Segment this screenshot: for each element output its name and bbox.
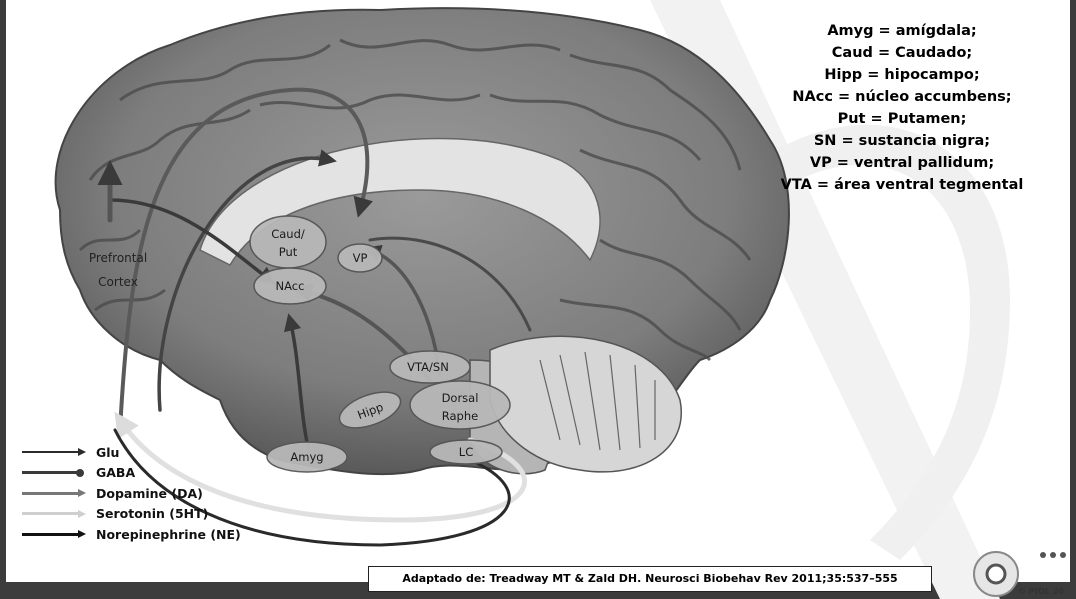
legend-item-glu: Glu: [22, 442, 241, 463]
abbr-item: Put = Putamen;: [752, 108, 1052, 130]
abbr-item: VP = ventral pallidum;: [752, 152, 1052, 174]
legend-arrow-icon: [22, 508, 86, 520]
legend-label: Norepinephrine (NE): [96, 527, 241, 542]
legend-dot-icon: [22, 467, 86, 479]
abbr-item: Caud = Caudado;: [752, 42, 1052, 64]
legend-label: Glu: [96, 445, 119, 460]
caud-put-region: [250, 216, 326, 268]
abbreviations-list: Amyg = amígdala; Caud = Caudado; Hipp = …: [752, 20, 1052, 196]
abbr-item: Amyg = amígdala;: [752, 20, 1052, 42]
label-prefrontal-1: Prefrontal: [89, 251, 147, 265]
abbr-item: VTA = área ventral tegmental: [752, 174, 1052, 196]
legend-arrow-icon: [22, 487, 86, 499]
legend-label: Dopamine (DA): [96, 486, 203, 501]
label-nacc: NAcc: [276, 279, 305, 293]
left-border: [0, 0, 6, 599]
pathway-legend: Glu GABA Dopamine (DA) Serotonin (5HT) N…: [22, 442, 241, 545]
label-caud-1: Caud/: [271, 227, 305, 241]
label-vp: VP: [353, 251, 368, 265]
legend-item-serotonin: Serotonin (5HT): [22, 504, 241, 525]
right-border: [1070, 0, 1076, 599]
label-dorsal: Dorsal: [442, 391, 479, 405]
label-amyg: Amyg: [290, 450, 323, 464]
label-raphe: Raphe: [442, 409, 478, 423]
label-caud-2: Put: [279, 245, 298, 259]
legend-item-dopamine: Dopamine (DA): [22, 483, 241, 504]
legend-item-norepinephrine: Norepinephrine (NE): [22, 524, 241, 545]
legend-label: Serotonin (5HT): [96, 506, 208, 521]
legend-arrow-icon: [22, 528, 86, 540]
label-vta-sn: VTA/SN: [407, 360, 449, 374]
copyright-text: © PfOL 20: [1018, 587, 1064, 596]
label-prefrontal-2: Cortex: [98, 275, 138, 289]
more-dots-icon[interactable]: [1040, 552, 1066, 558]
legend-label: GABA: [96, 465, 135, 480]
citation-box: Adaptado de: Treadway MT & Zald DH. Neur…: [368, 566, 932, 592]
circle-logo-icon: [974, 552, 1018, 596]
label-lc: LC: [459, 445, 473, 459]
abbr-item: NAcc = núcleo accumbens;: [752, 86, 1052, 108]
legend-item-gaba: GABA: [22, 463, 241, 484]
abbr-item: Hipp = hipocampo;: [752, 64, 1052, 86]
legend-arrow-icon: [22, 446, 86, 458]
abbr-item: SN = sustancia nigra;: [752, 130, 1052, 152]
